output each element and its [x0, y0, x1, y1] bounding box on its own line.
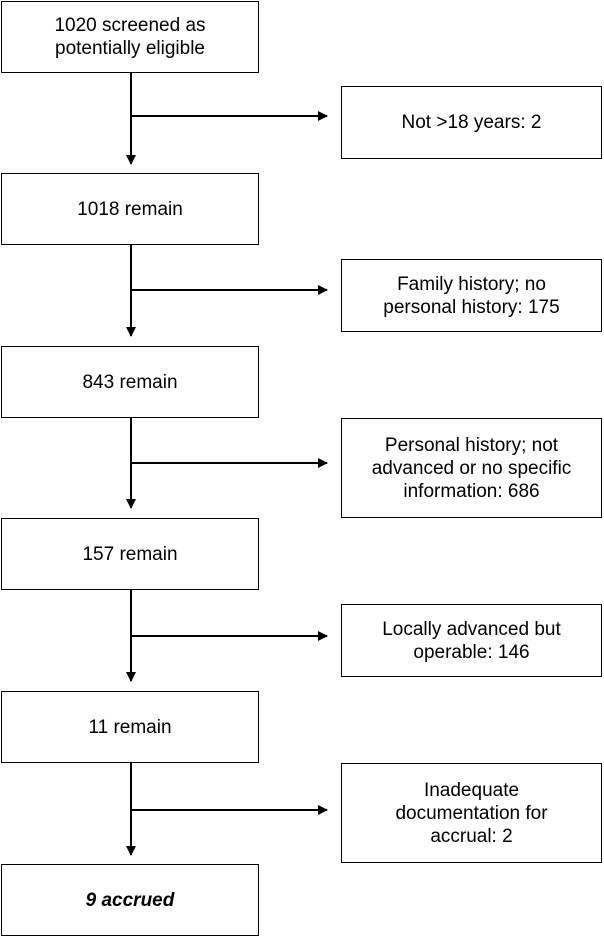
step-screened-label: 1020 screened as potentially eligible	[54, 15, 206, 59]
exclusion-family-history-label: Family history; no personal history: 175	[383, 273, 560, 318]
exclusion-locally-advanced-label: Locally advanced but operable: 146	[382, 618, 561, 663]
step-157-remain-box: 157 remain	[1, 518, 259, 590]
exclusion-documentation-box: Inadequate documentation for accrual: 2	[341, 763, 602, 863]
exclusion-personal-history-box: Personal history; not advanced or no spe…	[341, 418, 602, 518]
exclusion-age-box: Not >18 years: 2	[341, 86, 602, 159]
step-1018-remain-box: 1018 remain	[1, 173, 259, 245]
step-11-remain-label: 11 remain	[88, 716, 172, 738]
exclusion-personal-history-label: Personal history; not advanced or no spe…	[371, 434, 572, 502]
step-843-remain-box: 843 remain	[1, 346, 259, 418]
step-1018-remain-label: 1018 remain	[77, 198, 183, 220]
step-11-remain-box: 11 remain	[1, 691, 259, 763]
step-screened-box: 1020 screened as potentially eligible	[1, 1, 259, 73]
exclusion-locally-advanced-box: Locally advanced but operable: 146	[341, 604, 602, 677]
exclusion-documentation-label: Inadequate documentation for accrual: 2	[395, 779, 548, 847]
step-accrued-label: 9 accrued	[85, 889, 175, 911]
step-843-remain-label: 843 remain	[82, 371, 178, 393]
step-accrued-box: 9 accrued	[1, 864, 259, 936]
exclusion-family-history-box: Family history; no personal history: 175	[341, 259, 602, 332]
step-157-remain-label: 157 remain	[82, 543, 178, 565]
exclusion-age-label: Not >18 years: 2	[401, 112, 542, 133]
